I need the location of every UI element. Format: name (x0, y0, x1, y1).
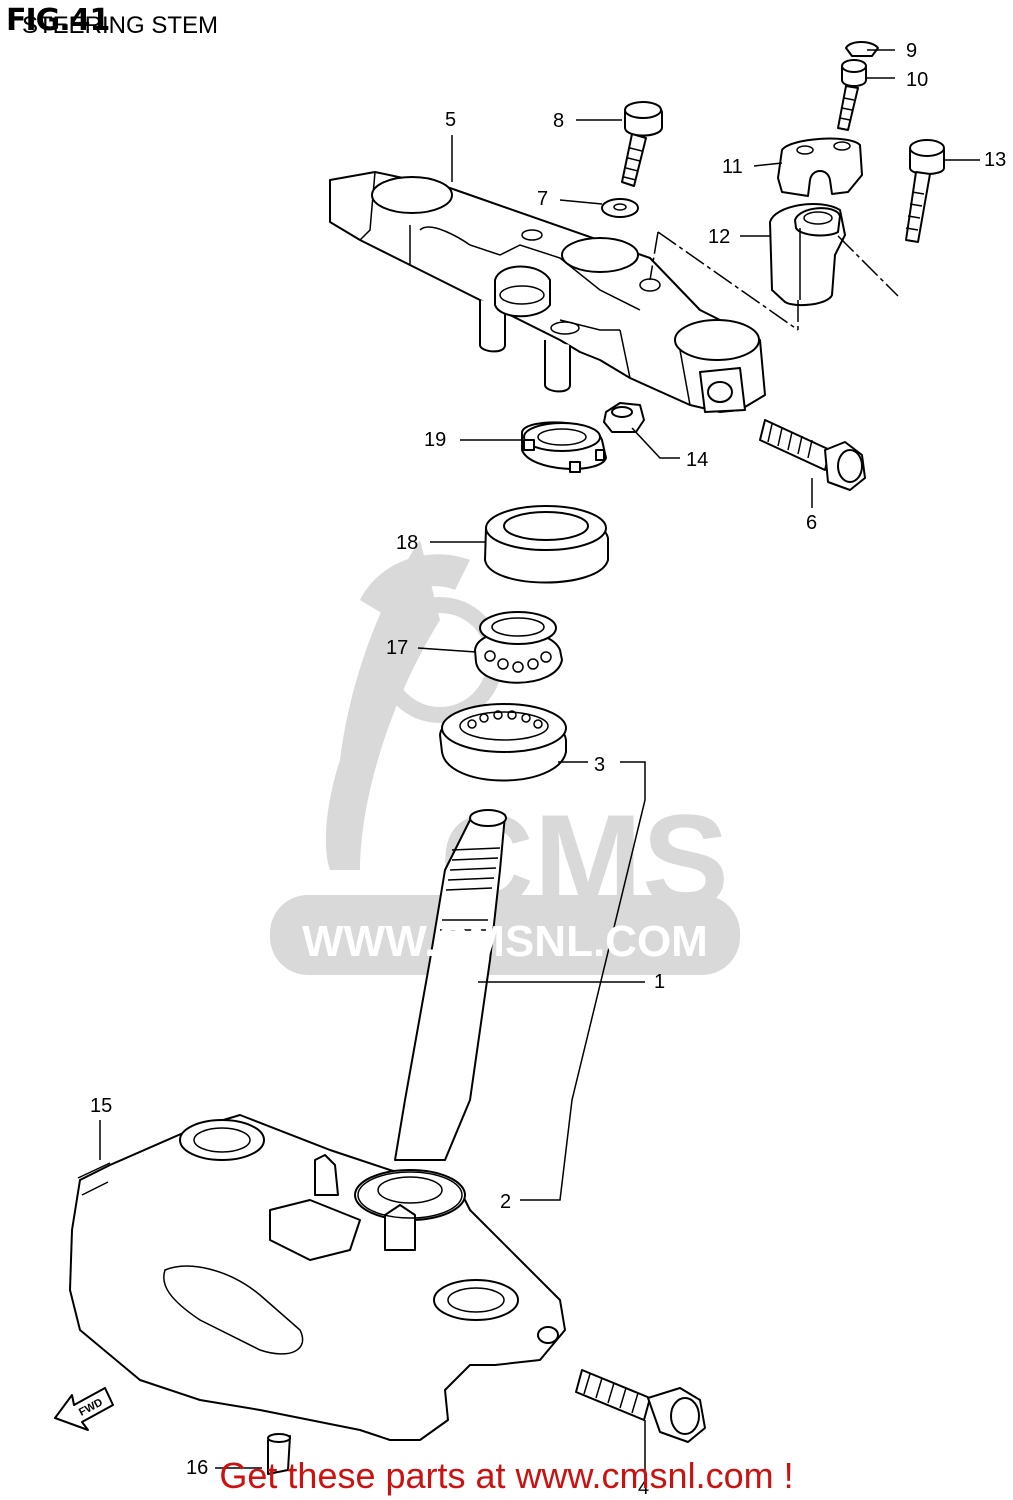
screw-part-16 (267, 1433, 291, 1475)
callout-2: 2 (500, 1191, 511, 1213)
bearing-part-3 (439, 703, 567, 782)
callout-10: 10 (906, 69, 928, 91)
figure-label: FIG.41 (6, 3, 110, 38)
holder-lower-part-12 (769, 203, 846, 307)
bolt-part-10 (837, 59, 867, 131)
fwd-arrow-icon: FWD (54, 1387, 114, 1431)
bolt-part-13 (905, 139, 945, 243)
callout-1: 1 (654, 971, 665, 993)
callout-17: 17 (386, 637, 408, 659)
watermark-url: WWW.CMSNL.COM (302, 917, 708, 966)
callout-18: 18 (396, 532, 418, 554)
lower-bracket-part-15 (69, 1114, 566, 1441)
seal-part-18 (484, 505, 609, 584)
callout-9: 9 (906, 40, 917, 62)
washer-part-7 (601, 198, 639, 218)
bearing-part-17 (474, 611, 563, 684)
callout-8: 8 (553, 110, 564, 132)
steering-stem-part-1 (394, 809, 507, 1161)
locknut-part-19 (521, 421, 607, 473)
section-title: STEERING STEM (22, 12, 219, 39)
bolt-part-4 (575, 1369, 706, 1443)
callout-14: 14 (686, 449, 708, 471)
bolt-part-8 (621, 101, 663, 187)
callout-6: 6 (806, 512, 817, 534)
cap-part-9 (845, 41, 879, 57)
callout-11: 11 (722, 156, 743, 178)
callout-15: 15 (90, 1095, 112, 1117)
callout-numbers: 9 10 13 5 8 11 7 12 19 14 6 18 17 3 1 15… (90, 40, 1006, 1499)
reference-lines (649, 231, 899, 331)
upper-bracket-part-5 (329, 171, 766, 413)
callout-19: 19 (424, 429, 446, 451)
callout-4: 4 (638, 1477, 649, 1499)
callout-7: 7 (537, 188, 548, 210)
nut-part-14 (603, 402, 645, 433)
callout-12: 12 (708, 226, 730, 248)
footer-promo-link[interactable]: Get these parts at www.cmsnl.com ! (219, 1455, 794, 1496)
seal-part-2 (357, 1171, 463, 1219)
bolt-part-6 (759, 419, 866, 491)
callout-5: 5 (445, 109, 456, 131)
callout-16: 16 (186, 1457, 208, 1479)
callout-3: 3 (594, 754, 605, 776)
holder-upper-part-11 (777, 137, 863, 197)
leader-lines (99, 49, 980, 1470)
callout-13: 13 (984, 149, 1006, 171)
